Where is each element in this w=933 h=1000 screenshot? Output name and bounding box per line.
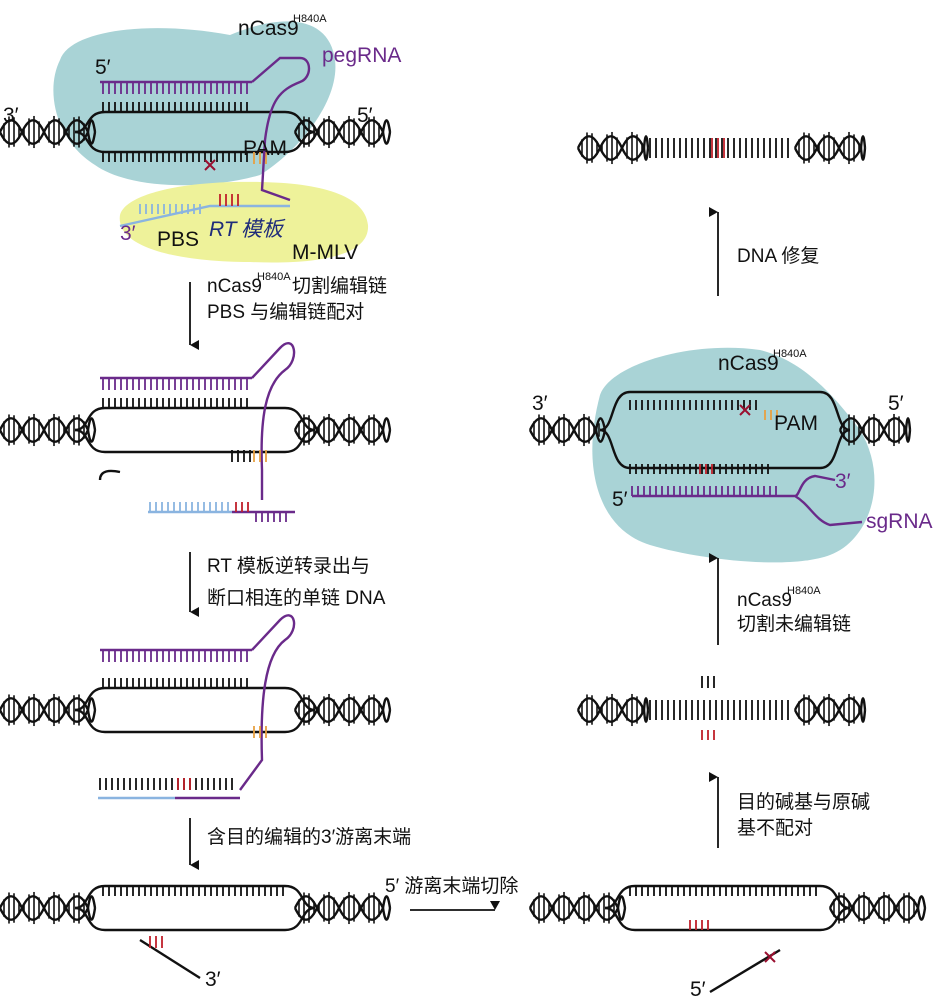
mr-five-sg: 5′ bbox=[612, 488, 628, 511]
step1-line1-pre: nCas9 bbox=[207, 276, 262, 297]
top-peg-label: pegRNA bbox=[322, 44, 401, 67]
p7-scissors-icon bbox=[739, 404, 751, 416]
top-pbs: PBS bbox=[157, 228, 199, 251]
p5-right-helix-strand-a bbox=[828, 895, 927, 921]
p4-left-helix-strand-b bbox=[0, 895, 97, 921]
step4-line1: 5′ 游离末端切除 bbox=[385, 875, 518, 897]
p2-right-helix-strand-a bbox=[293, 417, 392, 443]
top-rt: RT bbox=[209, 218, 239, 241]
p2-right-helix-strand-b bbox=[293, 417, 392, 443]
p5-scissors-icon bbox=[764, 951, 776, 963]
p3-bubble-top-strand bbox=[74, 686, 316, 712]
p1-scissors-icon bbox=[204, 159, 216, 171]
p4-bubble-top-strand bbox=[74, 884, 316, 910]
bottom-left-three: 3′ bbox=[205, 968, 221, 991]
step1-line1-post: 切割编辑链 bbox=[292, 275, 387, 297]
top-cas-label: nCas9 bbox=[238, 17, 299, 40]
p2-left-helix-strand-b bbox=[0, 417, 97, 443]
mr-three-left: 3′ bbox=[532, 392, 548, 415]
p3-right-helix-strand-b bbox=[293, 697, 392, 723]
top-three-pbs: 3′ bbox=[120, 222, 136, 245]
step2-line2: 断口相连的单链 DNA bbox=[207, 587, 386, 609]
step2-line1: RT 模板逆转录出与 bbox=[207, 555, 370, 577]
p4-right-helix-strand-a bbox=[293, 895, 392, 921]
top-mmlv: M-MLV bbox=[292, 241, 358, 264]
bottom-right-five: 5′ bbox=[690, 978, 706, 1000]
cas9-blob-top bbox=[53, 21, 336, 186]
p7-bubble-top-strand bbox=[599, 390, 851, 432]
step3-line1: 含目的编辑的3′游离末端 bbox=[207, 826, 411, 848]
p8-right-helix-strand-b bbox=[793, 135, 867, 161]
mr-five-right: 5′ bbox=[888, 392, 904, 415]
p4-right-helix-strand-b bbox=[293, 895, 392, 921]
p3-bubble-bottom-strand bbox=[74, 708, 316, 734]
p2-bubble-bottom-strand bbox=[74, 428, 316, 454]
p2-peg-loop bbox=[251, 341, 296, 500]
step1-line1-sup: H840A bbox=[257, 271, 291, 283]
p7-right-helix-strand-b bbox=[838, 417, 912, 443]
p4-flap-strand bbox=[139, 938, 201, 980]
top-five-right: 5′ bbox=[357, 104, 373, 127]
top-pam: PAM bbox=[243, 137, 287, 160]
mr-cas-sup: H840A bbox=[773, 348, 807, 360]
cas9-blob-right bbox=[592, 347, 875, 563]
p1-peg-loop bbox=[251, 56, 311, 202]
p5-flap-strand bbox=[709, 948, 781, 994]
p2-left-helix-strand-a bbox=[0, 417, 97, 443]
mr-cas-label: nCas9 bbox=[718, 352, 779, 375]
p3-left-helix-strand-a bbox=[0, 697, 97, 723]
p6-left-helix-strand-b bbox=[576, 697, 650, 723]
p6-right-helix-strand-b bbox=[793, 697, 867, 723]
step6-line1-pre: nCas9 bbox=[737, 590, 792, 611]
p8-left-helix-strand-b bbox=[576, 135, 650, 161]
top-template: 模板 bbox=[241, 218, 286, 241]
step6-line2: 切割未编辑链 bbox=[737, 613, 851, 635]
step5-line1: 目的碱基与原碱 bbox=[737, 791, 870, 813]
p5-left-helix-strand-a bbox=[528, 895, 627, 921]
top-five-prime: 5′ bbox=[95, 56, 111, 79]
mr-sg-label: sgRNA bbox=[866, 510, 933, 533]
mr-pam: PAM bbox=[774, 412, 818, 435]
p2-flap bbox=[98, 469, 121, 481]
step1-line2: PBS 与编辑链配对 bbox=[207, 301, 364, 323]
mmlv-blob bbox=[119, 181, 369, 263]
p5-right-helix-strand-b bbox=[828, 895, 927, 921]
p3-right-helix-strand-a bbox=[293, 697, 392, 723]
p1-left-helix-strand-b bbox=[0, 119, 97, 145]
p5-bubble-bottom-strand bbox=[604, 906, 851, 932]
p5-bubble-top-strand bbox=[604, 884, 851, 910]
p5-left-helix-strand-b bbox=[528, 895, 627, 921]
p7-sg-loop bbox=[778, 474, 863, 527]
p3-peg-loop bbox=[239, 614, 296, 791]
p3-left-helix-strand-b bbox=[0, 697, 97, 723]
p2-bubble-top-strand bbox=[74, 406, 316, 432]
step7-line1: DNA 修复 bbox=[737, 245, 819, 267]
top-three-left: 3′ bbox=[3, 104, 19, 127]
draw-layer bbox=[0, 56, 927, 994]
mr-three-sg: 3′ bbox=[835, 470, 851, 493]
p1-left-helix-strand-a bbox=[0, 119, 97, 145]
p7-left-helix-strand-b bbox=[528, 417, 607, 443]
step6-line1-sup: H840A bbox=[787, 585, 821, 597]
step5-line2: 基不配对 bbox=[737, 817, 813, 839]
p4-bubble-bottom-strand bbox=[74, 906, 316, 932]
p1-pbs-strand bbox=[119, 204, 290, 228]
p7-bubble-bottom-strand bbox=[599, 428, 851, 470]
p1-bubble-bottom-strand bbox=[74, 130, 316, 154]
p1-right-helix-strand-b bbox=[293, 119, 392, 145]
p1-right-helix-strand-a bbox=[293, 119, 392, 145]
p1-bubble-top-strand bbox=[74, 110, 316, 134]
p4-left-helix-strand-a bbox=[0, 895, 97, 921]
top-cas-sup: H840A bbox=[293, 13, 327, 25]
